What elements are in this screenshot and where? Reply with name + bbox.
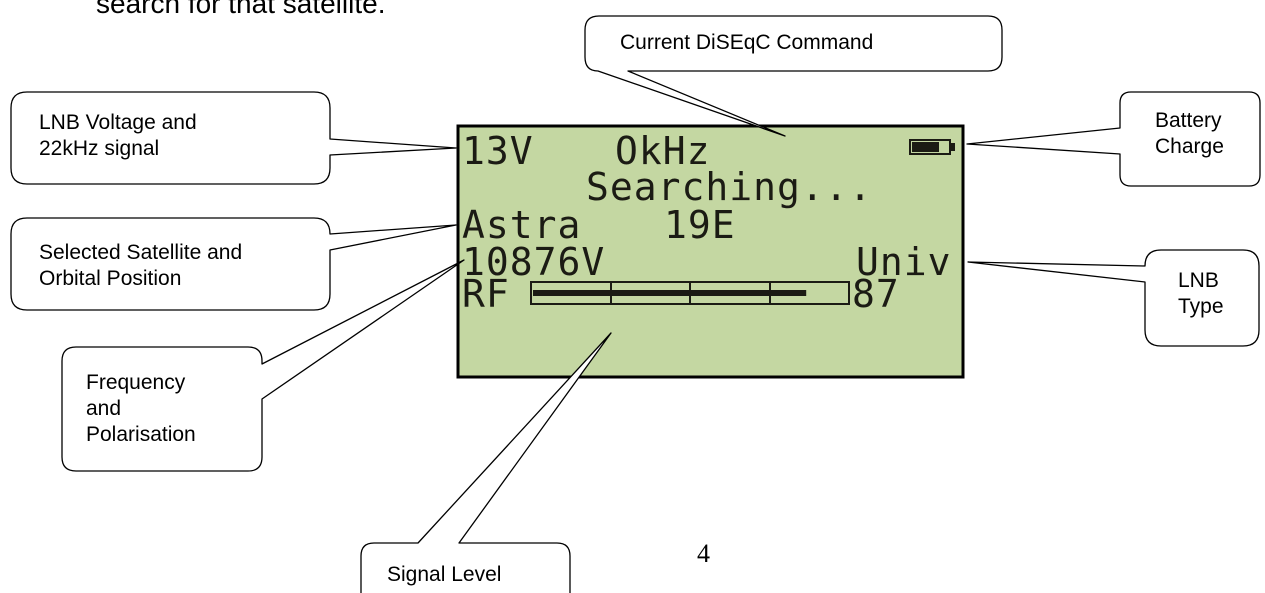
lcd-voltage: 13V — [462, 129, 534, 173]
battery-icon — [909, 139, 955, 155]
callout-diseqc-bubble — [584, 15, 1003, 137]
callout-battery-label: Battery Charge — [1155, 109, 1224, 158]
page-number: 4 — [697, 539, 710, 568]
callout-diseqc-label: Current DiSEqC Command — [620, 31, 874, 54]
lcd-frequency: 10876V — [462, 240, 606, 284]
callout-battery-bubble — [966, 91, 1261, 187]
callout-lnb-type-label: LNB Type — [1178, 269, 1224, 318]
callout-lnb-voltage-bubble — [10, 91, 457, 185]
lcd-lnb-type: Univ — [856, 240, 952, 284]
lcd-rf-value: 87 — [852, 272, 900, 316]
callout-lnb-voltage-label: LNB Voltage and 22kHz signal — [39, 111, 197, 160]
callout-frequency-bubble — [61, 259, 465, 472]
rf-signal-bar — [530, 281, 850, 305]
callout-signal-bubble — [360, 332, 612, 593]
lcd-satellite: Astra — [462, 203, 582, 247]
lcd-tone: OkHz — [615, 129, 711, 173]
lcd-rf-label: RF — [462, 272, 510, 316]
callout-frequency-label: Frequency and Polarisation — [86, 371, 196, 446]
callout-satellite-label: Selected Satellite and Orbital Position — [39, 241, 243, 290]
callout-lnb-type-bubble — [967, 249, 1260, 347]
intro-text: search for that satellite. — [96, 0, 386, 19]
callout-signal-label: Signal Level — [387, 563, 502, 586]
callout-satellite-bubble — [10, 217, 457, 311]
lcd-status: Searching... — [586, 165, 873, 209]
lcd-screen — [456, 124, 965, 379]
lcd-orbital-position: 19E — [664, 203, 736, 247]
